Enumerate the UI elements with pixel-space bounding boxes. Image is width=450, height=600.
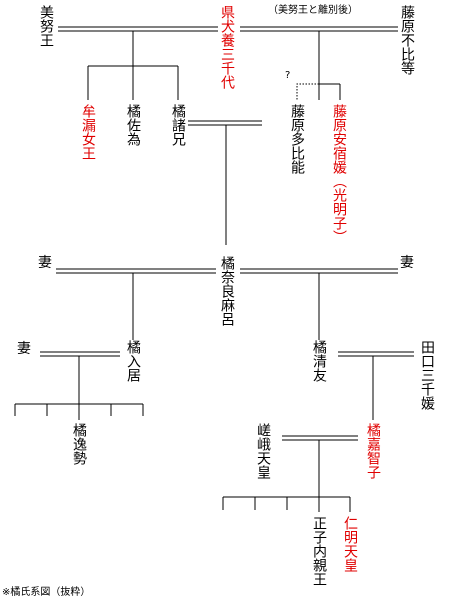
person-emperor-saga: 嵯峨天皇 [255,423,271,479]
caption: ※橘氏系図（抜粋） [2,587,91,598]
person-tachibana-sai: 橘佐為 [125,104,141,146]
uncertain-mark: ? [285,70,291,81]
person-taguchi-michihime: 田口三千媛 [419,340,435,410]
person-mino: 美努王 [38,5,54,47]
wife-iri: 妻 [17,341,31,357]
divorce-note: （美努王と離別後） [268,5,358,16]
person-princess-masako: 正子内親王 [311,516,327,586]
person-tachibana-moroe: 橘諸兄 [170,104,186,146]
komyo-note: （光明子） [331,174,347,244]
wife-left: 妻 [38,255,52,271]
person-agata-michiyo: 県犬養三千代 [219,5,235,89]
person-komyoshi: 藤原安宿媛（光明子） [331,104,347,244]
person-fujiwara-tahino: 藤原多比能 [289,104,305,174]
person-tachibana-hayanari: 橘逸勢 [71,423,87,465]
person-tachibana-kachiko: 橘嘉智子 [365,423,381,479]
komyo-name: 藤原安宿媛 [331,104,347,174]
wife-right: 妻 [400,255,414,271]
person-emperor-ninmyo: 仁明天皇 [342,516,358,572]
person-tachibana-iri: 橘入居 [125,340,141,382]
person-tachibana-naramaro: 橘奈良麻呂 [219,256,235,326]
person-fujiwara-fuhito: 藤原不比等 [399,5,415,75]
person-tachibana-kiyotomo: 橘清友 [311,340,327,382]
person-muro-jo: 牟漏女王 [80,104,96,160]
